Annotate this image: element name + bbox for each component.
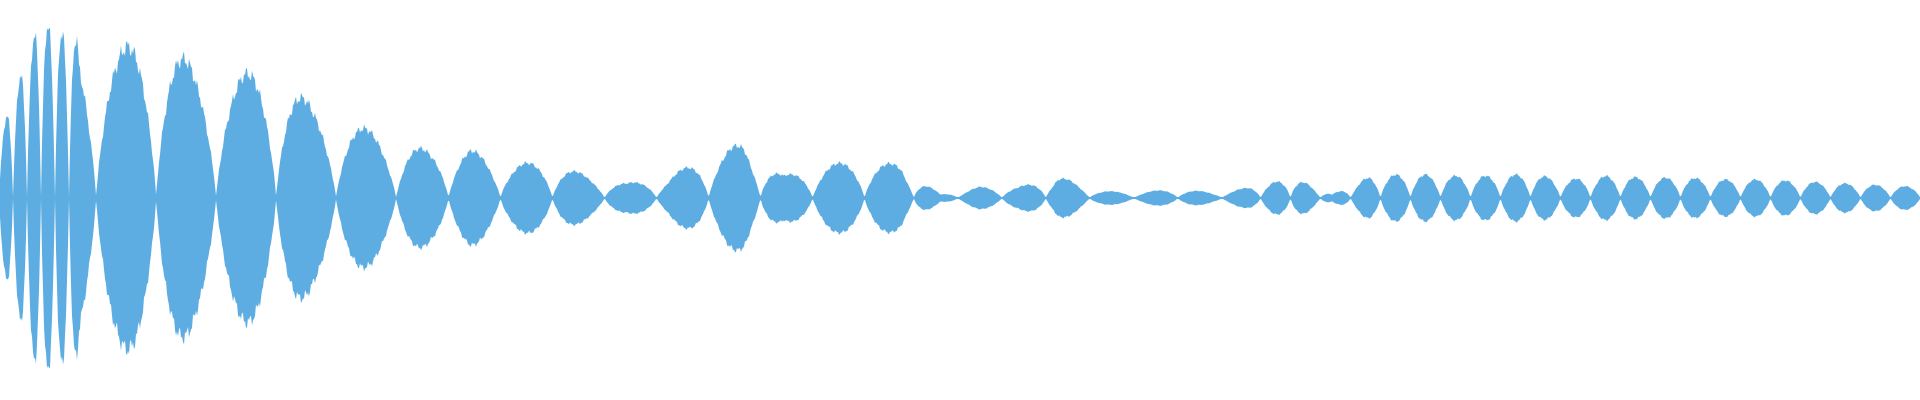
waveform-path bbox=[0, 28, 1920, 368]
